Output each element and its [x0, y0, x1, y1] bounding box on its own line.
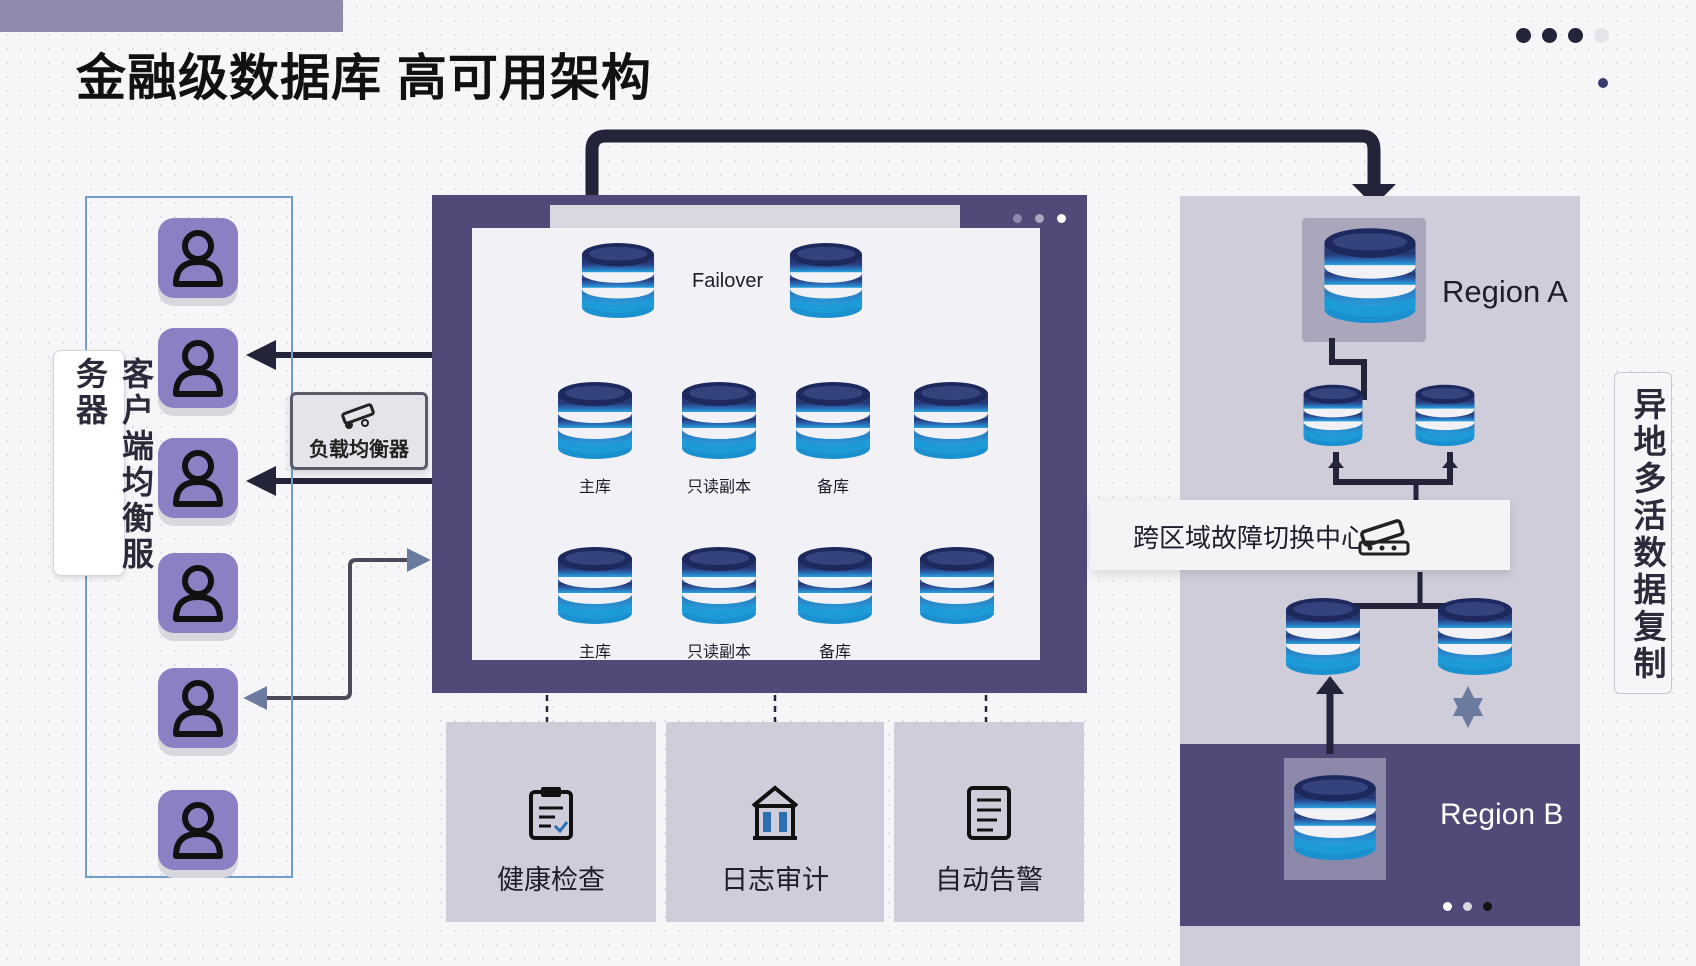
building-icon [751, 785, 799, 840]
region-a-replica-db-2[interactable] [1414, 382, 1476, 448]
multi-active-tag: 异地多活数据复制 [1614, 372, 1672, 694]
region-b-label: Region B [1440, 798, 1564, 831]
user-icon [173, 565, 223, 622]
monitor-label: 健康检查 [497, 865, 605, 895]
router-icon [341, 403, 375, 429]
db-label: 备库 [818, 644, 851, 661]
monitor-card[interactable]: 日志审计 [666, 722, 884, 922]
monitor-card[interactable]: 健康检查 [446, 722, 656, 922]
failover-label: Failover [692, 270, 764, 292]
load-balancer-node[interactable]: 负载均衡器 [290, 392, 428, 470]
db-cluster-header [550, 205, 960, 231]
cross-region-label: 跨区域故障切换中心 [1133, 523, 1368, 553]
clipboard-icon [529, 787, 573, 840]
user-icon [173, 340, 223, 397]
monitor-label: 自动告警 [935, 865, 1043, 895]
db-label: 只读副本 [686, 479, 751, 496]
db-label: 只读副本 [686, 644, 751, 661]
load-balancer-label: 负载均衡器 [309, 439, 409, 461]
db-label: 备库 [816, 479, 849, 496]
user-icon [173, 450, 223, 507]
user-node[interactable] [158, 438, 238, 518]
region-a-primary-db[interactable] [1322, 224, 1418, 326]
monitor-label: 日志审计 [721, 865, 829, 895]
region-a-label: Region A [1442, 274, 1568, 309]
user-node[interactable] [158, 790, 238, 870]
region-b-primary-db[interactable] [1292, 772, 1378, 862]
user-node[interactable] [158, 668, 238, 748]
region-a-replica-db-1[interactable] [1302, 382, 1364, 448]
cross-region-banner [1090, 500, 1510, 570]
region-sync-db-2[interactable] [1436, 596, 1514, 676]
db-label: 主库 [578, 479, 611, 496]
user-icon [173, 230, 223, 287]
failover-router-icon [1358, 519, 1410, 556]
top-accent-bar [0, 0, 343, 32]
list-document-icon [967, 786, 1011, 840]
decorative-dot [1598, 78, 1608, 88]
multi-active-label: 异地多活数据复制 [1629, 387, 1666, 683]
db-label: 主库 [578, 644, 611, 661]
client-group-label: 客户端均衡服务器 [72, 357, 154, 573]
region-sync-db-1[interactable] [1284, 596, 1362, 676]
user-node[interactable] [158, 328, 238, 408]
user-node[interactable] [158, 218, 238, 298]
decorative-dots [1516, 26, 1626, 46]
user-icon [173, 680, 223, 737]
page-title: 金融级数据库 高可用架构 [76, 50, 652, 106]
user-node[interactable] [158, 553, 238, 633]
client-group-tag: 客户端均衡服务器 [53, 350, 154, 576]
user-icon [173, 802, 223, 859]
monitor-card[interactable]: 自动告警 [894, 722, 1084, 922]
